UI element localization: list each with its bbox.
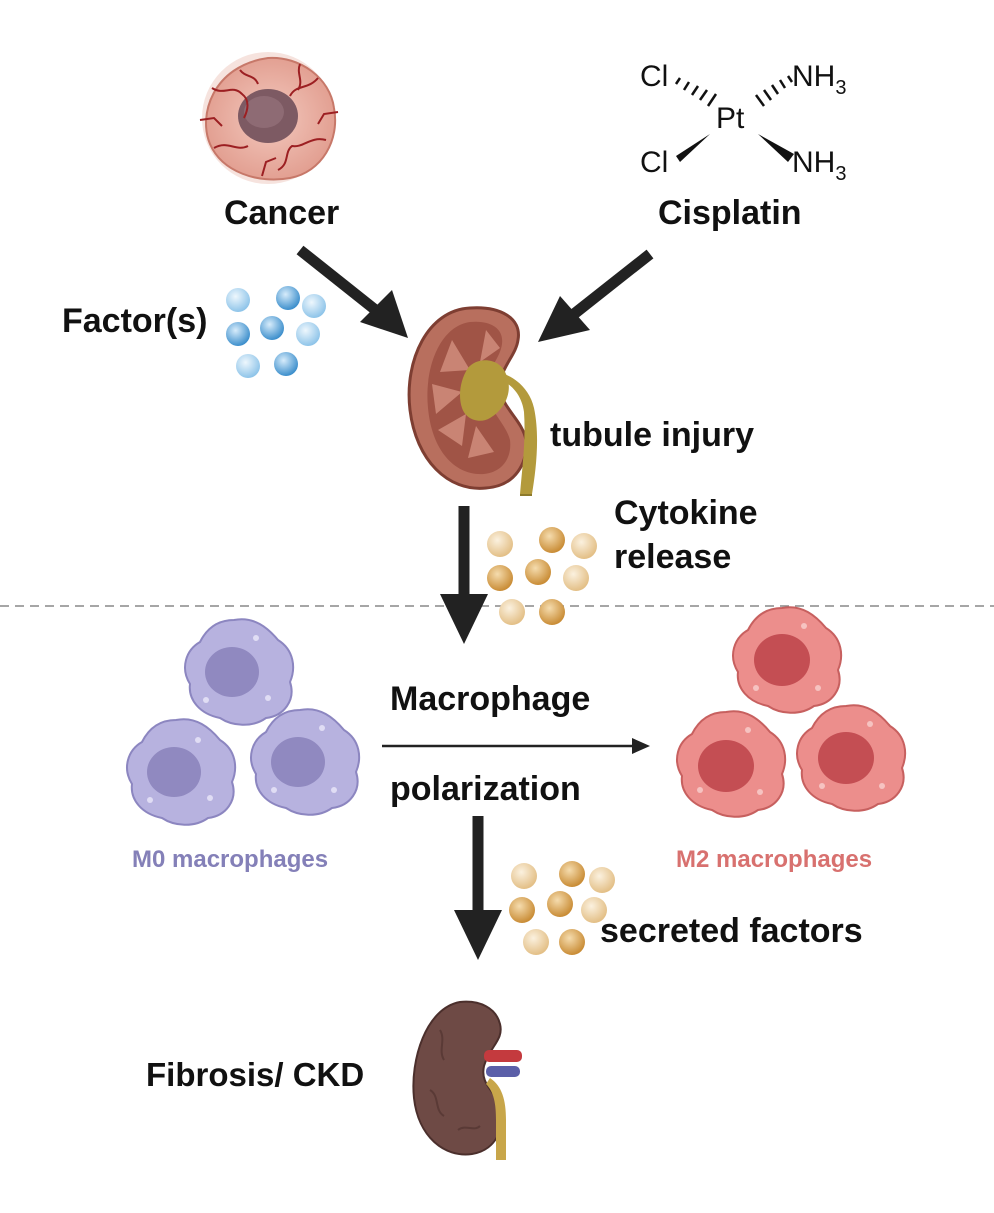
macrophage-polarization-label-line2: polarization <box>390 770 581 808</box>
molecule-nh3-bottom-sub: 3 <box>835 163 846 185</box>
factors-label: Factor(s) <box>62 302 208 340</box>
arrows-to-kidney <box>296 245 654 342</box>
fibrosis-ckd-label: Fibrosis/ CKD <box>146 1056 365 1093</box>
m0-macrophage-icon <box>126 618 361 826</box>
cytokine-label-line2: release <box>614 538 732 576</box>
secreted-factors-label: secreted factors <box>600 912 863 950</box>
ckd-kidney-icon <box>412 1000 522 1160</box>
arrow-to-macrophages <box>440 506 488 644</box>
cancer-label: Cancer <box>224 194 340 232</box>
m2-macrophage-icon <box>676 606 907 818</box>
polarization-arrow <box>382 738 650 754</box>
cancer-tumor-icon <box>199 52 339 184</box>
m0-macrophages-label: M0 macrophages <box>132 846 329 873</box>
molecule-cl-bottom: Cl <box>640 146 668 179</box>
cytokine-spheres <box>487 527 597 625</box>
molecule-pt: Pt <box>716 102 745 135</box>
cytokine-label-line1: Cytokine <box>614 494 758 532</box>
cisplatin-molecule-icon: Cl Pt Cl NH3 NH3 <box>640 60 846 185</box>
m2-macrophages-label: M2 macrophages <box>676 846 873 873</box>
molecule-nh3-top-sub: 3 <box>835 77 846 99</box>
molecule-nh3-bottom: NH <box>792 146 835 179</box>
svg-text:NH3: NH3 <box>792 60 846 99</box>
tubule-injury-label: tubule injury <box>550 416 754 454</box>
secreted-factor-spheres <box>509 861 615 955</box>
blue-factor-spheres <box>226 286 326 378</box>
macrophage-polarization-label-line1: Macrophage <box>390 680 591 718</box>
cisplatin-label: Cisplatin <box>658 194 802 232</box>
arrow-to-fibrosis <box>454 816 502 960</box>
svg-text:NH3: NH3 <box>792 146 846 185</box>
molecule-cl-top: Cl <box>640 60 668 93</box>
kidney-cross-section-icon <box>407 306 538 496</box>
molecule-nh3-top: NH <box>792 60 835 93</box>
